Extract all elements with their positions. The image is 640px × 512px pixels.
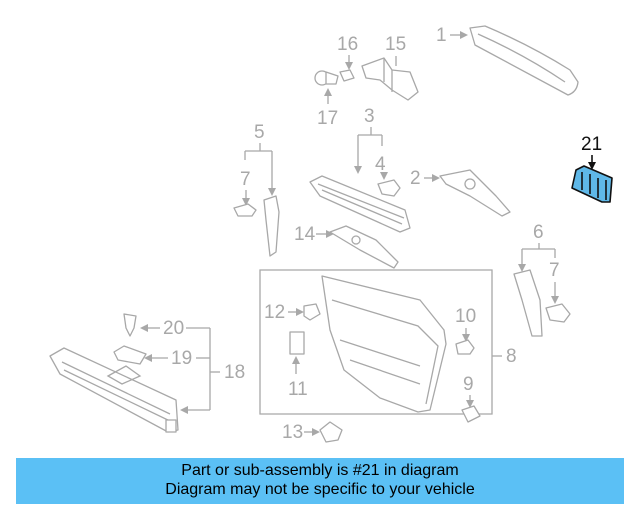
- callout-11: 11: [288, 379, 308, 400]
- part-5-pillar-trim: 5: [244, 122, 280, 257]
- callout-3: 3: [364, 106, 375, 127]
- part-15-bracket: 15: [361, 34, 419, 101]
- callout-10: 10: [455, 306, 476, 327]
- callout-6: 6: [533, 222, 544, 243]
- callout-1: 1: [436, 25, 447, 46]
- part-6-pillar-trim: 6: [513, 222, 556, 337]
- callout-13: 13: [282, 422, 303, 443]
- callout-5: 5: [254, 122, 265, 143]
- part-7-clip-right: 7: [545, 260, 571, 323]
- callout-14: 14: [294, 224, 316, 245]
- callout-9: 9: [463, 374, 474, 395]
- banner-line-1: Part or sub-assembly is #21 in diagram: [181, 462, 459, 479]
- part-7-clip-left: 7: [233, 169, 257, 217]
- part-4-clip: 4: [375, 154, 401, 197]
- part-3-sill-trim: 3: [309, 106, 411, 233]
- callout-2: 2: [410, 168, 421, 189]
- callout-20: 20: [163, 318, 184, 339]
- part-14-trim: 14: [294, 224, 399, 269]
- part-21-highlighted: 21: [571, 134, 613, 203]
- part-16-clip: 16: [337, 34, 358, 82]
- callout-21: 21: [581, 134, 602, 155]
- callout-18: 18: [224, 362, 245, 383]
- banner-line-2: Diagram may not be specific to your vehi…: [165, 481, 475, 498]
- part-1-upper-trim: 1: [436, 25, 579, 96]
- callout-19: 19: [171, 348, 192, 369]
- callout-7a: 7: [240, 169, 251, 190]
- part-13-cap: 13: [282, 421, 343, 443]
- callout-16: 16: [337, 34, 358, 55]
- callout-12: 12: [264, 302, 285, 323]
- group-18-cargo-cover: 20 19 18: [49, 313, 245, 433]
- box-8-door-panel: 8 12 10 11 9: [259, 269, 517, 423]
- callout-4: 4: [375, 154, 386, 175]
- info-banner: Part or sub-assembly is #21 in diagram D…: [16, 458, 624, 504]
- callout-15: 15: [385, 34, 406, 55]
- callout-8: 8: [506, 346, 517, 367]
- callout-17: 17: [317, 108, 338, 129]
- callout-7b: 7: [549, 260, 560, 281]
- part-17-clip: 17: [314, 70, 339, 129]
- part-2-side-panel: 2: [410, 168, 511, 217]
